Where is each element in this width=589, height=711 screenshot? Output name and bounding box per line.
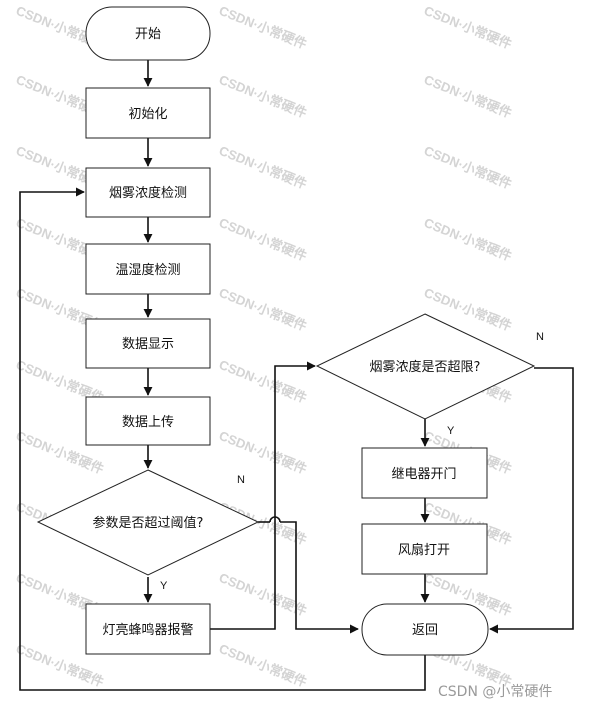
watermark-text: CSDN·小常硬件 [422,143,514,192]
init-box [85,87,211,139]
edge-alarm-smoke-limit [210,361,316,630]
watermark-text: CSDN·小常硬件 [217,143,309,192]
threshold-decision [36,469,260,576]
temp-humidity-box [85,243,211,295]
alarm-box [85,603,211,655]
threshold-decision-label: 参数是否超过阈值? [93,515,204,531]
relay-box [361,447,488,499]
temp-humidity-label: 温湿度检测 [115,262,180,278]
smoke-limit-yes-label: Y [447,425,455,437]
fan-label: 风扇打开 [398,542,450,558]
watermark-text: CSDN·小常硬件 [217,428,309,477]
edge-labels: N Y N Y [160,331,544,592]
smoke-limit-decision-label: 烟雾浓度是否超限? [370,359,481,375]
threshold-no-label: N [237,474,245,486]
watermark-text: CSDN·小常硬件 [217,285,309,334]
init-label: 初始化 [128,107,167,122]
threshold-yes-label: Y [160,580,168,592]
smoke-limit-decision [315,313,536,420]
watermark-text: CSDN·小常硬件 [217,72,309,121]
edge-return-loop [19,187,426,691]
relay-label: 继电器开门 [391,467,456,482]
upload-label: 数据上传 [122,415,174,430]
smoke-detect-box [85,167,211,218]
watermark-text: CSDN·小常硬件 [217,215,309,264]
display-box [85,318,211,369]
edge-smoke-limit-no-return [489,367,574,634]
upload-box [85,396,211,446]
edge-decision-no-return [280,521,359,634]
return-label: 返回 [412,623,438,638]
watermark-text: CSDN·小常硬件 [422,72,514,121]
watermark-text: CSDN·小常硬件 [217,570,309,619]
watermark-text: CSDN·小常硬件 [422,3,514,52]
start-terminal [85,6,211,61]
return-terminal [361,603,489,656]
smoke-limit-no-label: N [536,331,544,343]
nodes: 开始 初始化 烟雾浓度检测 温湿度检测 数据显示 数据上传 参数是否超过阈值? … [36,6,536,656]
smoke-detect-label: 烟雾浓度检测 [109,185,187,201]
display-label: 数据显示 [122,337,174,352]
connectors [19,60,574,691]
watermark-text: CSDN·小常硬件 [422,215,514,264]
watermark-text: CSDN·小常硬件 [217,3,309,52]
start-label: 开始 [135,27,161,42]
watermark-text: CSDN·小常硬件 [217,357,309,406]
alarm-label: 灯亮蜂鸣器报警 [102,622,193,638]
watermark-text: CSDN·小常硬件 [217,641,309,690]
credit-text: CSDN @小常硬件 [438,684,552,700]
fan-box [361,523,488,575]
